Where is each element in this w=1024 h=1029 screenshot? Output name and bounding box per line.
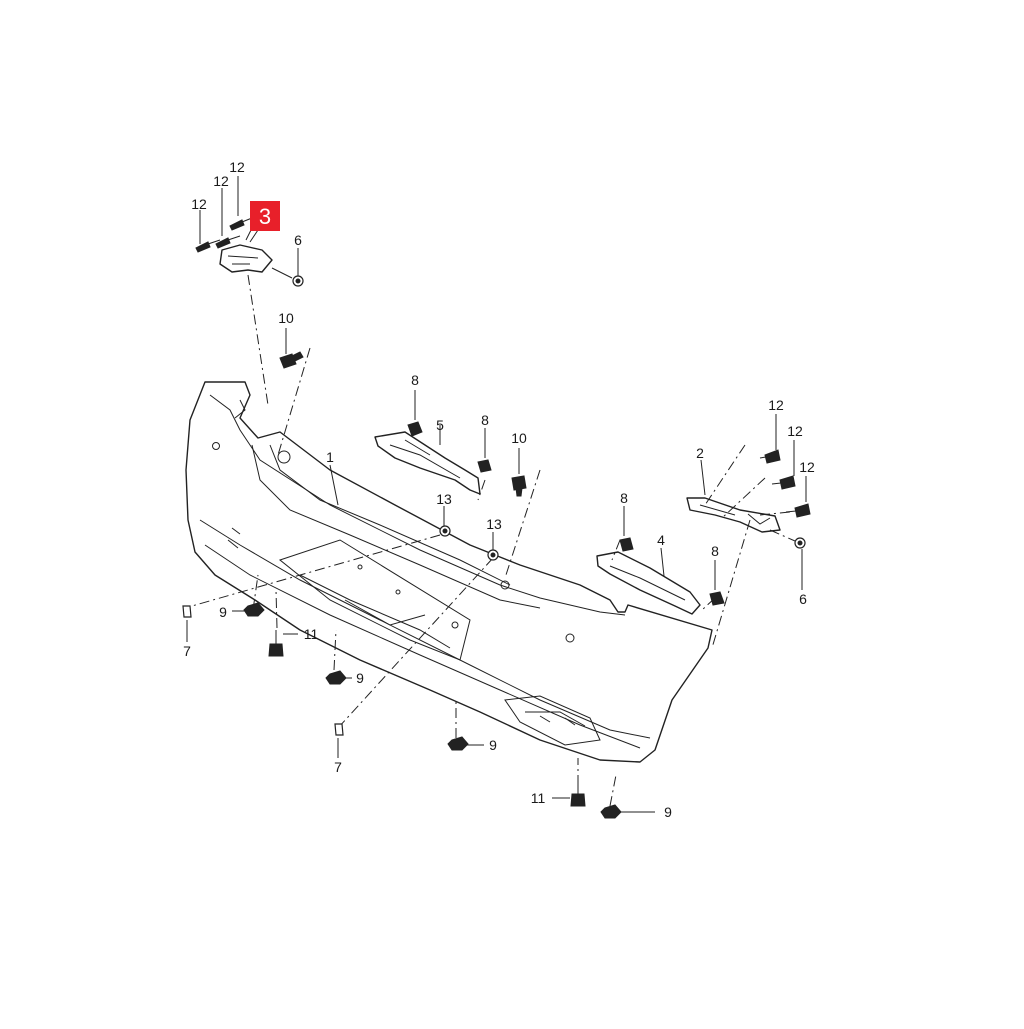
callout-6: 6 <box>294 232 302 248</box>
callout-7: 7 <box>334 759 342 775</box>
callout-12: 12 <box>213 173 229 189</box>
nut-icon <box>407 421 423 437</box>
right-lower-bracket <box>596 551 701 615</box>
callout-12: 12 <box>787 423 803 439</box>
callout-11: 11 <box>531 790 546 806</box>
callout-2: 2 <box>696 445 704 461</box>
highlight-badge: 3 <box>250 201 280 231</box>
screw-icon <box>195 239 221 253</box>
label-ticks <box>186 176 807 813</box>
callout-9: 9 <box>356 670 364 686</box>
highlight-badge-number: 3 <box>259 204 271 229</box>
callout-12: 12 <box>768 397 784 413</box>
clip-icon <box>182 605 192 618</box>
nut-icon <box>243 602 265 617</box>
left-bracket <box>219 227 273 273</box>
screw-icon <box>215 235 241 249</box>
callout-13: 13 <box>436 491 452 507</box>
right-side-bracket <box>686 497 781 533</box>
callout-8: 8 <box>711 543 719 559</box>
center-bracket <box>374 431 481 495</box>
nut-icon <box>325 670 347 685</box>
callout-9: 9 <box>489 737 497 753</box>
callout-8: 8 <box>620 490 628 506</box>
nut-icon <box>709 591 725 606</box>
clip-icon <box>439 525 451 537</box>
callout-8: 8 <box>411 372 419 388</box>
nut-icon <box>477 459 492 473</box>
callout-9: 9 <box>219 604 227 620</box>
callout-6: 6 <box>799 591 807 607</box>
nut-icon <box>600 804 622 819</box>
bolt-icon <box>279 351 304 369</box>
callout-12: 12 <box>799 459 815 475</box>
nut-icon <box>794 537 806 549</box>
bolt-icon <box>268 630 284 657</box>
screw-icon <box>229 217 253 231</box>
callout-7: 7 <box>183 643 191 659</box>
callout-11: 11 <box>304 626 319 642</box>
callout-10: 10 <box>511 430 527 446</box>
leader-lines <box>184 274 796 807</box>
callout-4: 4 <box>657 532 665 548</box>
callout-1: 1 <box>326 449 334 465</box>
bolt-icon <box>570 780 586 807</box>
callout-8: 8 <box>481 412 489 428</box>
callout-9: 9 <box>664 804 672 820</box>
screw-icon <box>771 475 796 490</box>
callout-12: 12 <box>191 196 207 212</box>
callout-10: 10 <box>278 310 294 326</box>
bumper-cover <box>185 381 713 763</box>
clip-icon <box>334 723 344 736</box>
screw-icon <box>759 449 781 464</box>
nut-icon <box>619 537 634 552</box>
callout-5: 5 <box>436 417 444 433</box>
callout-labels: 12 12 12 6 10 8 5 8 10 1 13 13 8 4 8 2 1… <box>183 159 815 820</box>
highlight-badge-box <box>250 201 280 231</box>
clip-icon <box>487 549 499 561</box>
nut-icon <box>447 736 469 751</box>
bolt-icon <box>511 475 527 497</box>
callout-12: 12 <box>229 159 245 175</box>
screw-icon <box>785 503 811 518</box>
callout-13: 13 <box>486 516 502 532</box>
